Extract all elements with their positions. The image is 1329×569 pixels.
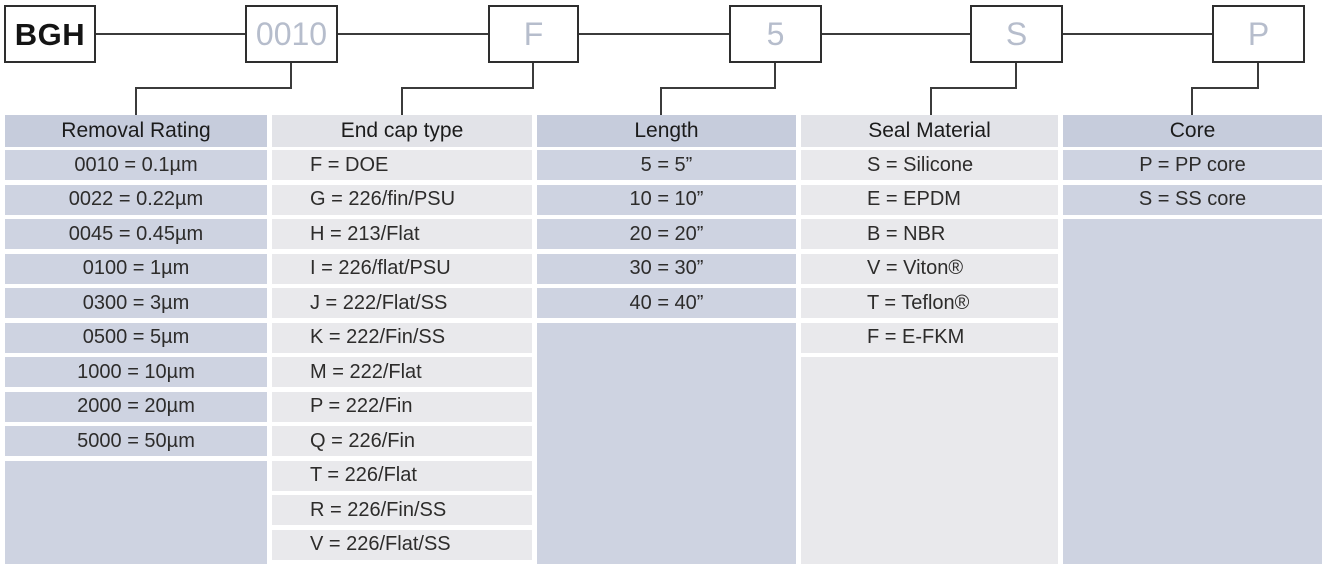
table-row: E = EPDM	[801, 184, 1058, 215]
table-row: 30 = 30”	[537, 253, 796, 284]
connector-line	[1063, 33, 1212, 35]
connector-line	[1191, 87, 1259, 89]
table-row: H = 213/Flat	[272, 219, 532, 249]
table-row: J = 222/Flat/SS	[272, 288, 532, 318]
length-code-label: 5	[766, 16, 785, 52]
table-row: V = Viton®	[801, 253, 1058, 284]
column-header: End cap type	[272, 115, 532, 147]
connector-line	[96, 33, 245, 35]
column-filler	[537, 322, 796, 564]
table-row: 0045 = 0.45µm	[5, 219, 267, 249]
column-header: Length	[537, 115, 796, 147]
code-box-series: BGH	[4, 5, 96, 63]
table-row: F = DOE	[272, 150, 532, 180]
code-box-end-cap: F	[488, 5, 579, 63]
connector-line	[401, 87, 403, 115]
end-cap-code-label: F	[523, 16, 544, 52]
connector-line	[930, 87, 1017, 89]
table-row: M = 222/Flat	[272, 357, 532, 387]
connector-line	[930, 87, 932, 115]
connector-line	[290, 63, 292, 89]
table-row: K = 222/Fin/SS	[272, 322, 532, 353]
table-row: 0100 = 1µm	[5, 253, 267, 284]
column-header: Seal Material	[801, 115, 1058, 147]
connector-line	[532, 63, 534, 89]
connector-line	[135, 87, 137, 115]
column-header: Core	[1063, 115, 1322, 147]
table-row: 0500 = 5µm	[5, 322, 267, 353]
column-removal-rating: Removal Rating 0010 = 0.1µm 0022 = 0.22µm…	[5, 115, 267, 564]
connector-line	[660, 87, 662, 115]
table-row: S = SS core	[1063, 184, 1322, 215]
table-row: V = 226/Flat/SS	[272, 529, 532, 560]
table-row: 2000 = 20µm	[5, 391, 267, 422]
column-header: Removal Rating	[5, 115, 267, 147]
connector-line	[1191, 87, 1193, 115]
code-box-length: 5	[729, 5, 822, 63]
table-row: 0010 = 0.1µm	[5, 150, 267, 180]
column-filler	[801, 357, 1058, 564]
table-row: 0300 = 3µm	[5, 288, 267, 318]
table-row: P = PP core	[1063, 150, 1322, 180]
code-box-removal-rating: 0010	[245, 5, 338, 63]
column-filler	[5, 460, 267, 564]
table-row: F = E-FKM	[801, 322, 1058, 353]
table-row: 1000 = 10µm	[5, 357, 267, 387]
connector-line	[822, 33, 970, 35]
table-row: P = 222/Fin	[272, 391, 532, 422]
connector-line	[1257, 63, 1259, 89]
connector-line	[401, 87, 534, 89]
connector-line	[660, 87, 776, 89]
table-row: B = NBR	[801, 219, 1058, 249]
removal-rating-code-label: 0010	[255, 16, 328, 52]
table-row: 0022 = 0.22µm	[5, 184, 267, 215]
series-code-label: BGH	[14, 16, 86, 52]
table-row: 5 = 5”	[537, 150, 796, 180]
connector-line	[774, 63, 776, 89]
table-row: 20 = 20”	[537, 219, 796, 249]
table-row: T = Teflon®	[801, 288, 1058, 318]
table-row: R = 226/Fin/SS	[272, 495, 532, 525]
code-box-core: P	[1212, 5, 1305, 63]
code-box-seal: S	[970, 5, 1063, 63]
column-core: Core P = PP core S = SS core	[1063, 115, 1322, 564]
table-row: Q = 226/Fin	[272, 426, 532, 456]
seal-code-label: S	[1005, 16, 1028, 52]
column-end-cap-type: End cap type F = DOE G = 226/fin/PSU H = 2…	[272, 115, 532, 564]
connector-line	[1015, 63, 1017, 89]
core-code-label: P	[1247, 16, 1270, 52]
column-seal-material: Seal Material S = Silicone E = EPDM B = NB…	[801, 115, 1058, 564]
table-row: G = 226/fin/PSU	[272, 184, 532, 215]
table-row: 10 = 10”	[537, 184, 796, 215]
column-length: Length 5 = 5” 10 = 10” 20 = 20” 30 = 30” 40 …	[537, 115, 796, 564]
table-row: T = 226/Flat	[272, 460, 532, 491]
connector-line	[135, 87, 292, 89]
column-filler	[1063, 219, 1322, 564]
table-row: 40 = 40”	[537, 288, 796, 318]
connector-line	[579, 33, 729, 35]
table-row: I = 226/flat/PSU	[272, 253, 532, 284]
connector-line	[338, 33, 488, 35]
table-row: S = Silicone	[801, 150, 1058, 180]
table-row: 5000 = 50µm	[5, 426, 267, 456]
